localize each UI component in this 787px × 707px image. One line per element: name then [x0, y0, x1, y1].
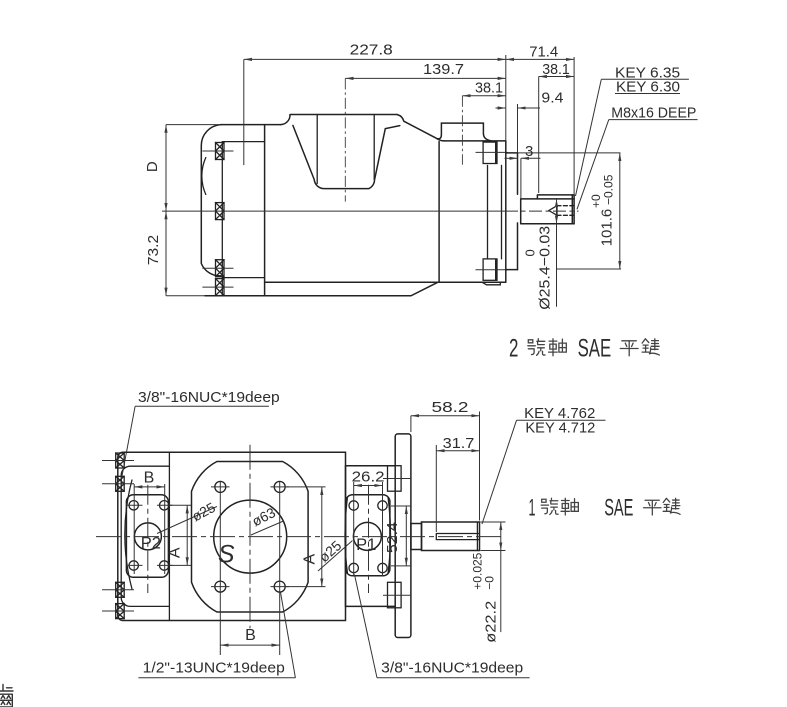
- svg-text:31.7: 31.7: [443, 435, 475, 452]
- svg-text:KEY 6.35: KEY 6.35: [615, 65, 680, 82]
- svg-text:2: 2: [509, 335, 518, 363]
- svg-text:+0.025: +0.025: [471, 552, 485, 589]
- svg-text:9.4: 9.4: [541, 89, 563, 106]
- svg-text:38.1: 38.1: [475, 80, 503, 97]
- svg-text:SAE: SAE: [578, 335, 612, 363]
- svg-text:B: B: [144, 470, 155, 487]
- svg-text:3/8"-16NUC*19deep: 3/8"-16NUC*19deep: [138, 389, 280, 406]
- svg-text:38.1: 38.1: [542, 61, 570, 78]
- svg-text:KEY 6.30: KEY 6.30: [616, 78, 680, 95]
- svg-text:S: S: [218, 541, 235, 569]
- svg-text:58.2: 58.2: [432, 399, 469, 416]
- svg-text:ø25: ø25: [316, 537, 345, 565]
- svg-text:P2: P2: [141, 535, 161, 553]
- svg-text:73.2: 73.2: [145, 235, 162, 265]
- svg-text:SAE: SAE: [604, 494, 633, 521]
- svg-text:D: D: [144, 161, 161, 172]
- svg-text:P1: P1: [356, 536, 376, 554]
- svg-text:+0: +0: [589, 194, 603, 208]
- svg-text:Ø25.4−0.03: Ø25.4−0.03: [537, 226, 554, 310]
- svg-text:B: B: [245, 627, 256, 644]
- svg-text:A: A: [301, 553, 318, 564]
- svg-text:101.6: 101.6: [599, 209, 616, 247]
- svg-text:26.2: 26.2: [352, 469, 385, 486]
- svg-text:ø25: ø25: [189, 499, 218, 525]
- svg-text:M8x16 DEEP: M8x16 DEEP: [611, 105, 696, 122]
- svg-text:3/8"-16NUC*19deep: 3/8"-16NUC*19deep: [381, 660, 523, 677]
- svg-text:KEY 4.762: KEY 4.762: [524, 405, 595, 422]
- svg-text:1/2"-13UNC*19deep: 1/2"-13UNC*19deep: [143, 660, 285, 677]
- svg-text:−0: −0: [483, 576, 497, 590]
- svg-text:KEY 4.712: KEY 4.712: [525, 420, 595, 437]
- svg-text:ø22.2: ø22.2: [483, 601, 500, 643]
- svg-text:71.4: 71.4: [529, 43, 558, 60]
- svg-text:52.4: 52.4: [384, 522, 401, 553]
- svg-text:227.8: 227.8: [350, 42, 393, 59]
- svg-text:A: A: [167, 547, 184, 558]
- svg-text:3: 3: [525, 143, 533, 160]
- svg-text:−0.05: −0.05: [602, 174, 616, 205]
- svg-text:1: 1: [529, 495, 536, 522]
- svg-text:0: 0: [523, 249, 538, 256]
- svg-text:139.7: 139.7: [423, 61, 464, 78]
